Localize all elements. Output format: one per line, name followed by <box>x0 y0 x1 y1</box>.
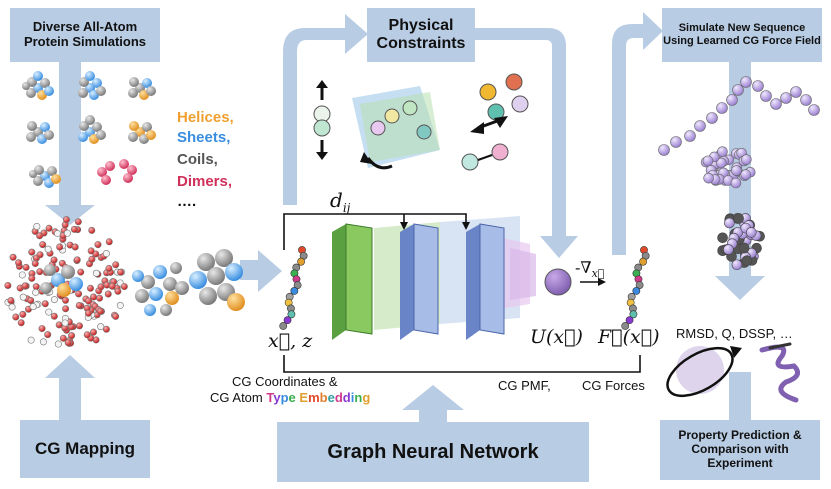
simulated-protein-blob <box>700 146 756 189</box>
simulate-new-label: Simulate New Sequence Using Learned CG F… <box>663 22 821 47</box>
legend-sheets: Sheets, <box>177 129 231 146</box>
dij-label: dij <box>330 188 350 215</box>
all-atom-cloud <box>4 216 128 348</box>
legend-coils: Coils, <box>177 151 218 168</box>
grad-label: -∇x⃗ <box>575 258 604 280</box>
rotation-arrow-icon <box>666 346 742 398</box>
simulated-protein-icon <box>658 76 820 156</box>
flow-arrows <box>45 12 765 425</box>
diverse-simulations-box: Diverse All-Atom Protein Simulations <box>10 8 160 62</box>
physical-constraints-label: Physical Constraints <box>376 16 466 52</box>
grad-minus: - <box>575 258 581 277</box>
cg-coords-label: CG Coordinates & <box>232 374 338 389</box>
cg-protein-icon <box>132 262 189 316</box>
type-embedding-text: Type Embedding <box>266 390 371 405</box>
dij-connector <box>283 213 470 250</box>
dij-symbol: d <box>330 188 343 212</box>
cg-molecule-icon <box>189 249 245 311</box>
simulate-new-box: Simulate New Sequence Using Learned CG F… <box>662 8 822 62</box>
neural-network-layer-icon <box>332 216 572 340</box>
f-x-label: F⃗(x⃗) <box>598 326 660 348</box>
cg-pmf-label: CG PMF, <box>498 378 551 393</box>
dij-subscript: ij <box>342 201 351 215</box>
gnn-label: Graph Neural Network <box>327 440 539 463</box>
gnn-box: Graph Neural Network <box>277 422 589 482</box>
legend-dimers: Dimers, <box>177 173 233 190</box>
metrics-label: RMSD, Q, DSSP, … <box>676 326 793 341</box>
physical-constraints-icons <box>313 73 529 171</box>
diverse-simulations-label: Diverse All-Atom Protein Simulations <box>23 19 147 49</box>
cg-chain-input <box>279 246 308 330</box>
grad-subscript: x⃗ <box>591 267 605 281</box>
cloud-core <box>40 264 83 297</box>
protein-structure-icon <box>22 71 156 188</box>
u-x-label: U(x⃗) <box>530 326 583 348</box>
cg-atom-text: CG Atom <box>210 390 263 405</box>
simulated-protein-folded <box>717 213 765 271</box>
bottom-connector <box>283 278 641 373</box>
grad-symbol: ∇ <box>580 258 592 277</box>
cg-forces-label: CG Forces <box>582 378 645 393</box>
cg-mapping-box: CG Mapping <box>20 420 150 478</box>
cg-mapping-label: CG Mapping <box>34 439 136 459</box>
cg-atom-type-label: CG Atom Type Embedding <box>210 390 370 405</box>
property-prediction-label: Property Prediction & Comparison with Ex… <box>678 428 802 470</box>
property-prediction-box: Property Prediction & Comparison with Ex… <box>660 420 820 480</box>
legend-helices: Helices, <box>177 109 234 126</box>
x-z-label: x⃗, z <box>268 330 313 352</box>
physical-constraints-box: Physical Constraints <box>367 8 475 62</box>
helix-icon <box>759 342 801 403</box>
legend-more: …. <box>177 193 197 210</box>
cg-chain-output <box>621 246 650 330</box>
